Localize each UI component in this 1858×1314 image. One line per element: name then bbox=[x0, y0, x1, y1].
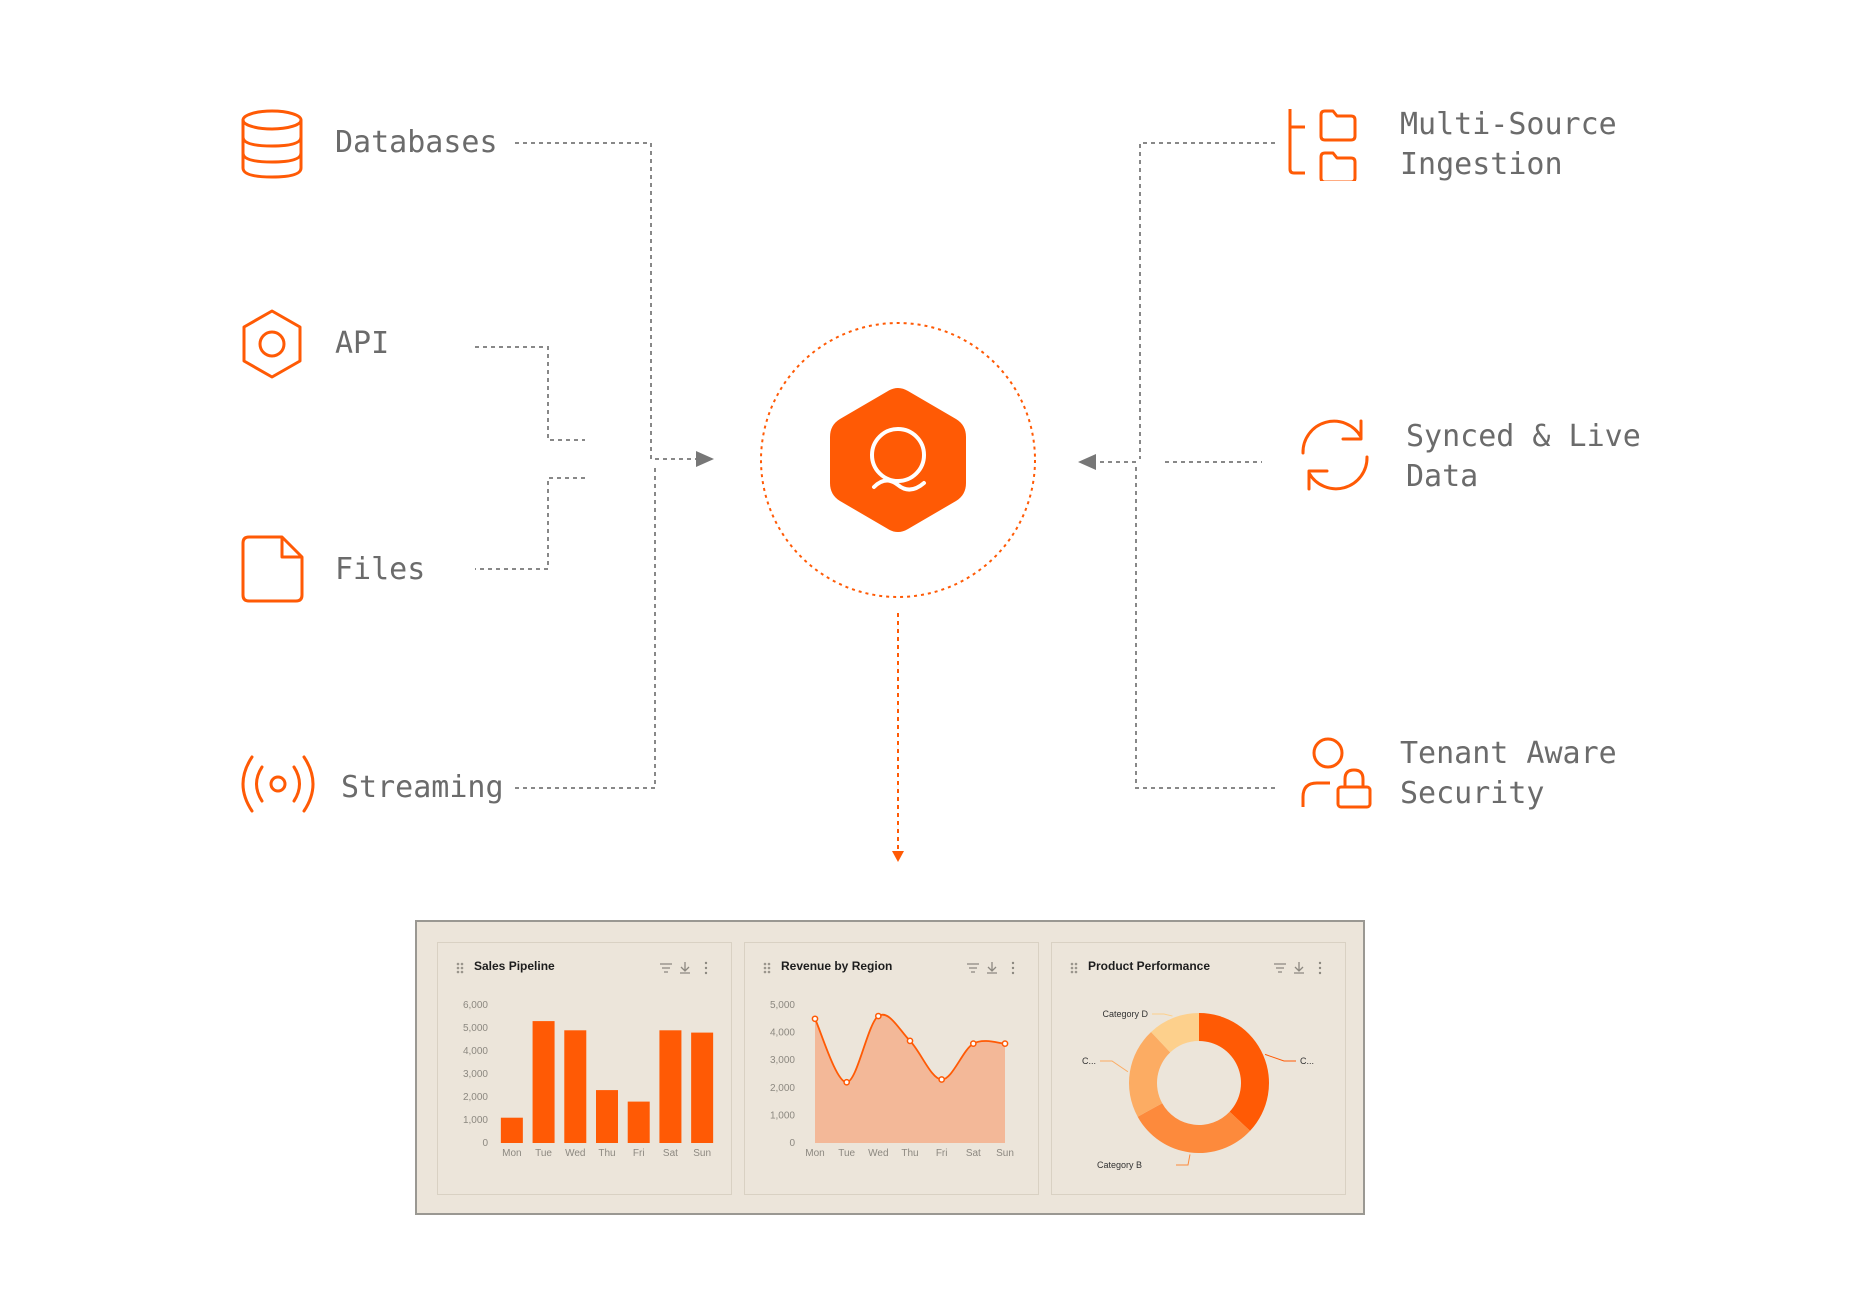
sales-pipeline-card: Sales Pipeline 0 1,000 2,000 3,000 4,000 5,00… bbox=[437, 942, 732, 1195]
donut-slice bbox=[1137, 1103, 1251, 1153]
bar bbox=[564, 1030, 587, 1143]
x-tick-label: Fri bbox=[633, 1148, 645, 1159]
x-tick-label: Fri bbox=[936, 1148, 948, 1159]
data-point bbox=[843, 1078, 851, 1086]
leader-line bbox=[1176, 1154, 1191, 1166]
slice-label: Category B bbox=[1097, 1160, 1142, 1170]
data-point bbox=[938, 1076, 946, 1083]
card-toolbar-icons-3 bbox=[1070, 961, 1322, 975]
x-tick-label: Tue bbox=[535, 1148, 552, 1159]
bar bbox=[500, 1117, 523, 1143]
bar bbox=[532, 1021, 555, 1143]
x-tick-label: Thu bbox=[598, 1148, 615, 1159]
y-tick-label: 0 bbox=[789, 1138, 795, 1149]
x-tick-label: Wed bbox=[868, 1148, 888, 1159]
x-tick-label: Wed bbox=[565, 1148, 585, 1159]
hub-ring bbox=[760, 322, 1036, 598]
y-tick-label: 3,000 bbox=[770, 1055, 795, 1066]
data-point bbox=[874, 1012, 882, 1020]
y-tick-label: 3,000 bbox=[463, 1069, 488, 1080]
data-point bbox=[811, 1015, 819, 1023]
bar bbox=[596, 1090, 618, 1143]
slice-label: Category D bbox=[1102, 1009, 1148, 1019]
y-tick-label: 5,000 bbox=[770, 1000, 795, 1011]
leader-line bbox=[1152, 1013, 1173, 1017]
card-toolbar-icons-1 bbox=[456, 961, 708, 975]
card-title: Sales Pipeline bbox=[474, 959, 555, 973]
card-toolbar-icons-2 bbox=[763, 961, 1015, 975]
y-tick-label: 1,000 bbox=[463, 1115, 488, 1126]
feature-label-multi-source-1: Multi-Source bbox=[1400, 107, 1617, 142]
y-tick-label: 6,000 bbox=[463, 1000, 488, 1011]
file-icon bbox=[240, 535, 304, 607]
x-tick-label: Sun bbox=[693, 1148, 711, 1159]
bar bbox=[691, 1032, 714, 1143]
user-lock-icon bbox=[1300, 737, 1374, 813]
y-tick-label: 5,000 bbox=[463, 1023, 488, 1034]
leader-line bbox=[1264, 1053, 1296, 1062]
source-label-files: Files bbox=[335, 552, 426, 587]
data-point bbox=[969, 1040, 977, 1047]
x-tick-label: Sun bbox=[996, 1148, 1014, 1159]
feature-label-tenant-2: Security bbox=[1400, 776, 1545, 811]
y-tick-label: 1,000 bbox=[770, 1110, 795, 1121]
sync-icon bbox=[1295, 415, 1375, 499]
x-tick-label: Mon bbox=[502, 1148, 521, 1159]
area-fill bbox=[815, 1014, 1005, 1143]
data-point bbox=[1001, 1040, 1009, 1047]
y-tick-label: 0 bbox=[482, 1138, 488, 1149]
donut-slice bbox=[1129, 1031, 1171, 1117]
donut-slice bbox=[1151, 1013, 1199, 1053]
donut-chart: C... Category B C... Category D bbox=[1082, 1009, 1314, 1170]
revenue-by-region-card: Revenue by Region 0 1,000 2,000 3,000 4,000 5… bbox=[744, 942, 1039, 1195]
feature-label-tenant-1: Tenant Aware bbox=[1400, 736, 1617, 771]
source-label-streaming: Streaming bbox=[341, 770, 504, 805]
card-title: Product Performance bbox=[1088, 959, 1211, 973]
dashboard-preview: Sales Pipeline 0 1,000 2,000 3,000 4,000 5,00… bbox=[415, 920, 1365, 1215]
donut-slice bbox=[1199, 1013, 1269, 1131]
folders-icon bbox=[1285, 107, 1357, 185]
feature-label-synced-2: Data bbox=[1406, 459, 1479, 494]
feature-label-synced-1: Synced & Live bbox=[1406, 419, 1641, 454]
x-tick-label: Tue bbox=[838, 1148, 855, 1159]
database-icon bbox=[240, 108, 304, 184]
y-tick-label: 2,000 bbox=[463, 1092, 488, 1103]
source-label-api: API bbox=[335, 326, 390, 361]
hexagon-nut-icon bbox=[240, 308, 304, 384]
q-logo-icon bbox=[830, 385, 966, 535]
card-title: Revenue by Region bbox=[781, 959, 893, 973]
slice-label: C... bbox=[1082, 1056, 1096, 1066]
leader-line bbox=[1100, 1060, 1129, 1073]
x-tick-label: Thu bbox=[901, 1148, 918, 1159]
x-tick-label: Sat bbox=[966, 1148, 981, 1159]
y-tick-label: 4,000 bbox=[463, 1046, 488, 1057]
source-label-databases: Databases bbox=[335, 125, 498, 160]
bar bbox=[627, 1101, 650, 1143]
y-tick-label: 2,000 bbox=[770, 1083, 795, 1094]
x-tick-label: Mon bbox=[805, 1148, 824, 1159]
slice-label: C... bbox=[1300, 1056, 1314, 1066]
y-tick-label: 4,000 bbox=[770, 1028, 795, 1039]
data-point bbox=[906, 1037, 914, 1045]
product-performance-card: Product Performance C... Category B C... Ca… bbox=[1051, 942, 1346, 1195]
x-tick-label: Sat bbox=[663, 1148, 678, 1159]
bar bbox=[659, 1030, 682, 1143]
broadcast-icon bbox=[238, 753, 318, 819]
feature-label-multi-source-2: Ingestion bbox=[1400, 147, 1563, 182]
